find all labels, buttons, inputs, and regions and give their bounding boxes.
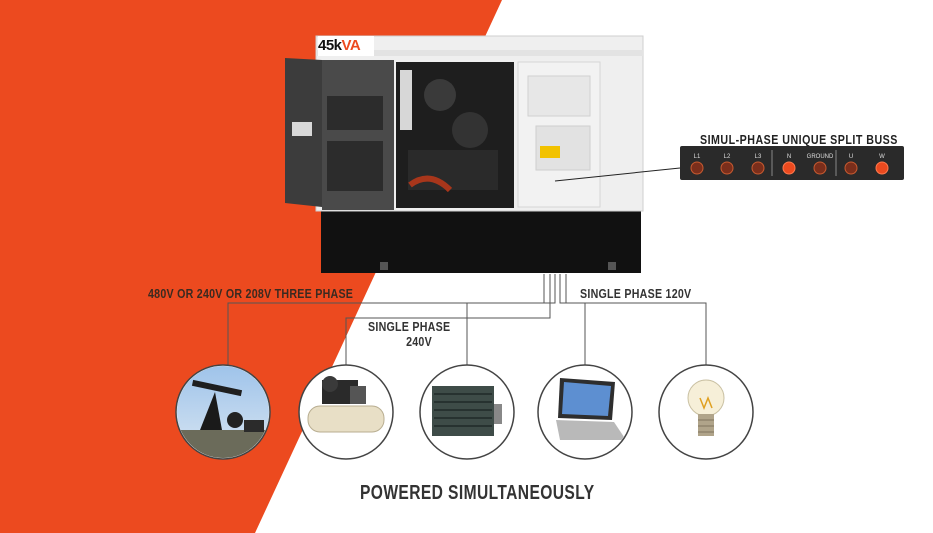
buss-terminal-label: W	[879, 154, 885, 160]
load-circle-bulb	[658, 364, 754, 460]
buss-terminal-label: L1	[693, 154, 701, 160]
single-phase-240-line2: 240V	[406, 334, 432, 349]
single-phase-120-label: SINGLE PHASE 120V	[580, 286, 692, 301]
footer-caption: POWERED SIMULTANEOUSLY	[360, 482, 595, 504]
load-circle-compressor	[298, 364, 394, 460]
split-buss-title: SIMUL-PHASE UNIQUE SPLIT BUSS	[700, 132, 898, 147]
generator-base	[321, 207, 641, 273]
single-phase-240-label: SINGLE PHASE 240V	[368, 319, 450, 349]
generator-image	[285, 35, 644, 273]
load-circle-laptop	[537, 364, 633, 460]
buss-terminal-label: L3	[754, 154, 762, 160]
kva-badge-prefix: 45k	[318, 37, 342, 54]
buss-pointer-line	[554, 167, 681, 182]
load-circle-hvac	[419, 364, 515, 460]
load-circle-pumpjack	[175, 364, 271, 460]
buss-terminal-label: GROUND	[806, 154, 834, 160]
connection-lines	[227, 274, 707, 366]
buss-terminals	[690, 161, 889, 175]
kva-badge-suffix: VA	[341, 37, 361, 54]
buss-terminal-label: N	[786, 154, 792, 160]
kva-badge: 45kVA	[318, 36, 376, 56]
single-phase-240-line1: SINGLE PHASE	[368, 319, 451, 334]
buss-terminal-label: U	[848, 154, 854, 160]
buss-terminal-label: L2	[723, 154, 731, 160]
three-phase-label: 480V OR 240V OR 208V THREE PHASE	[148, 286, 354, 301]
